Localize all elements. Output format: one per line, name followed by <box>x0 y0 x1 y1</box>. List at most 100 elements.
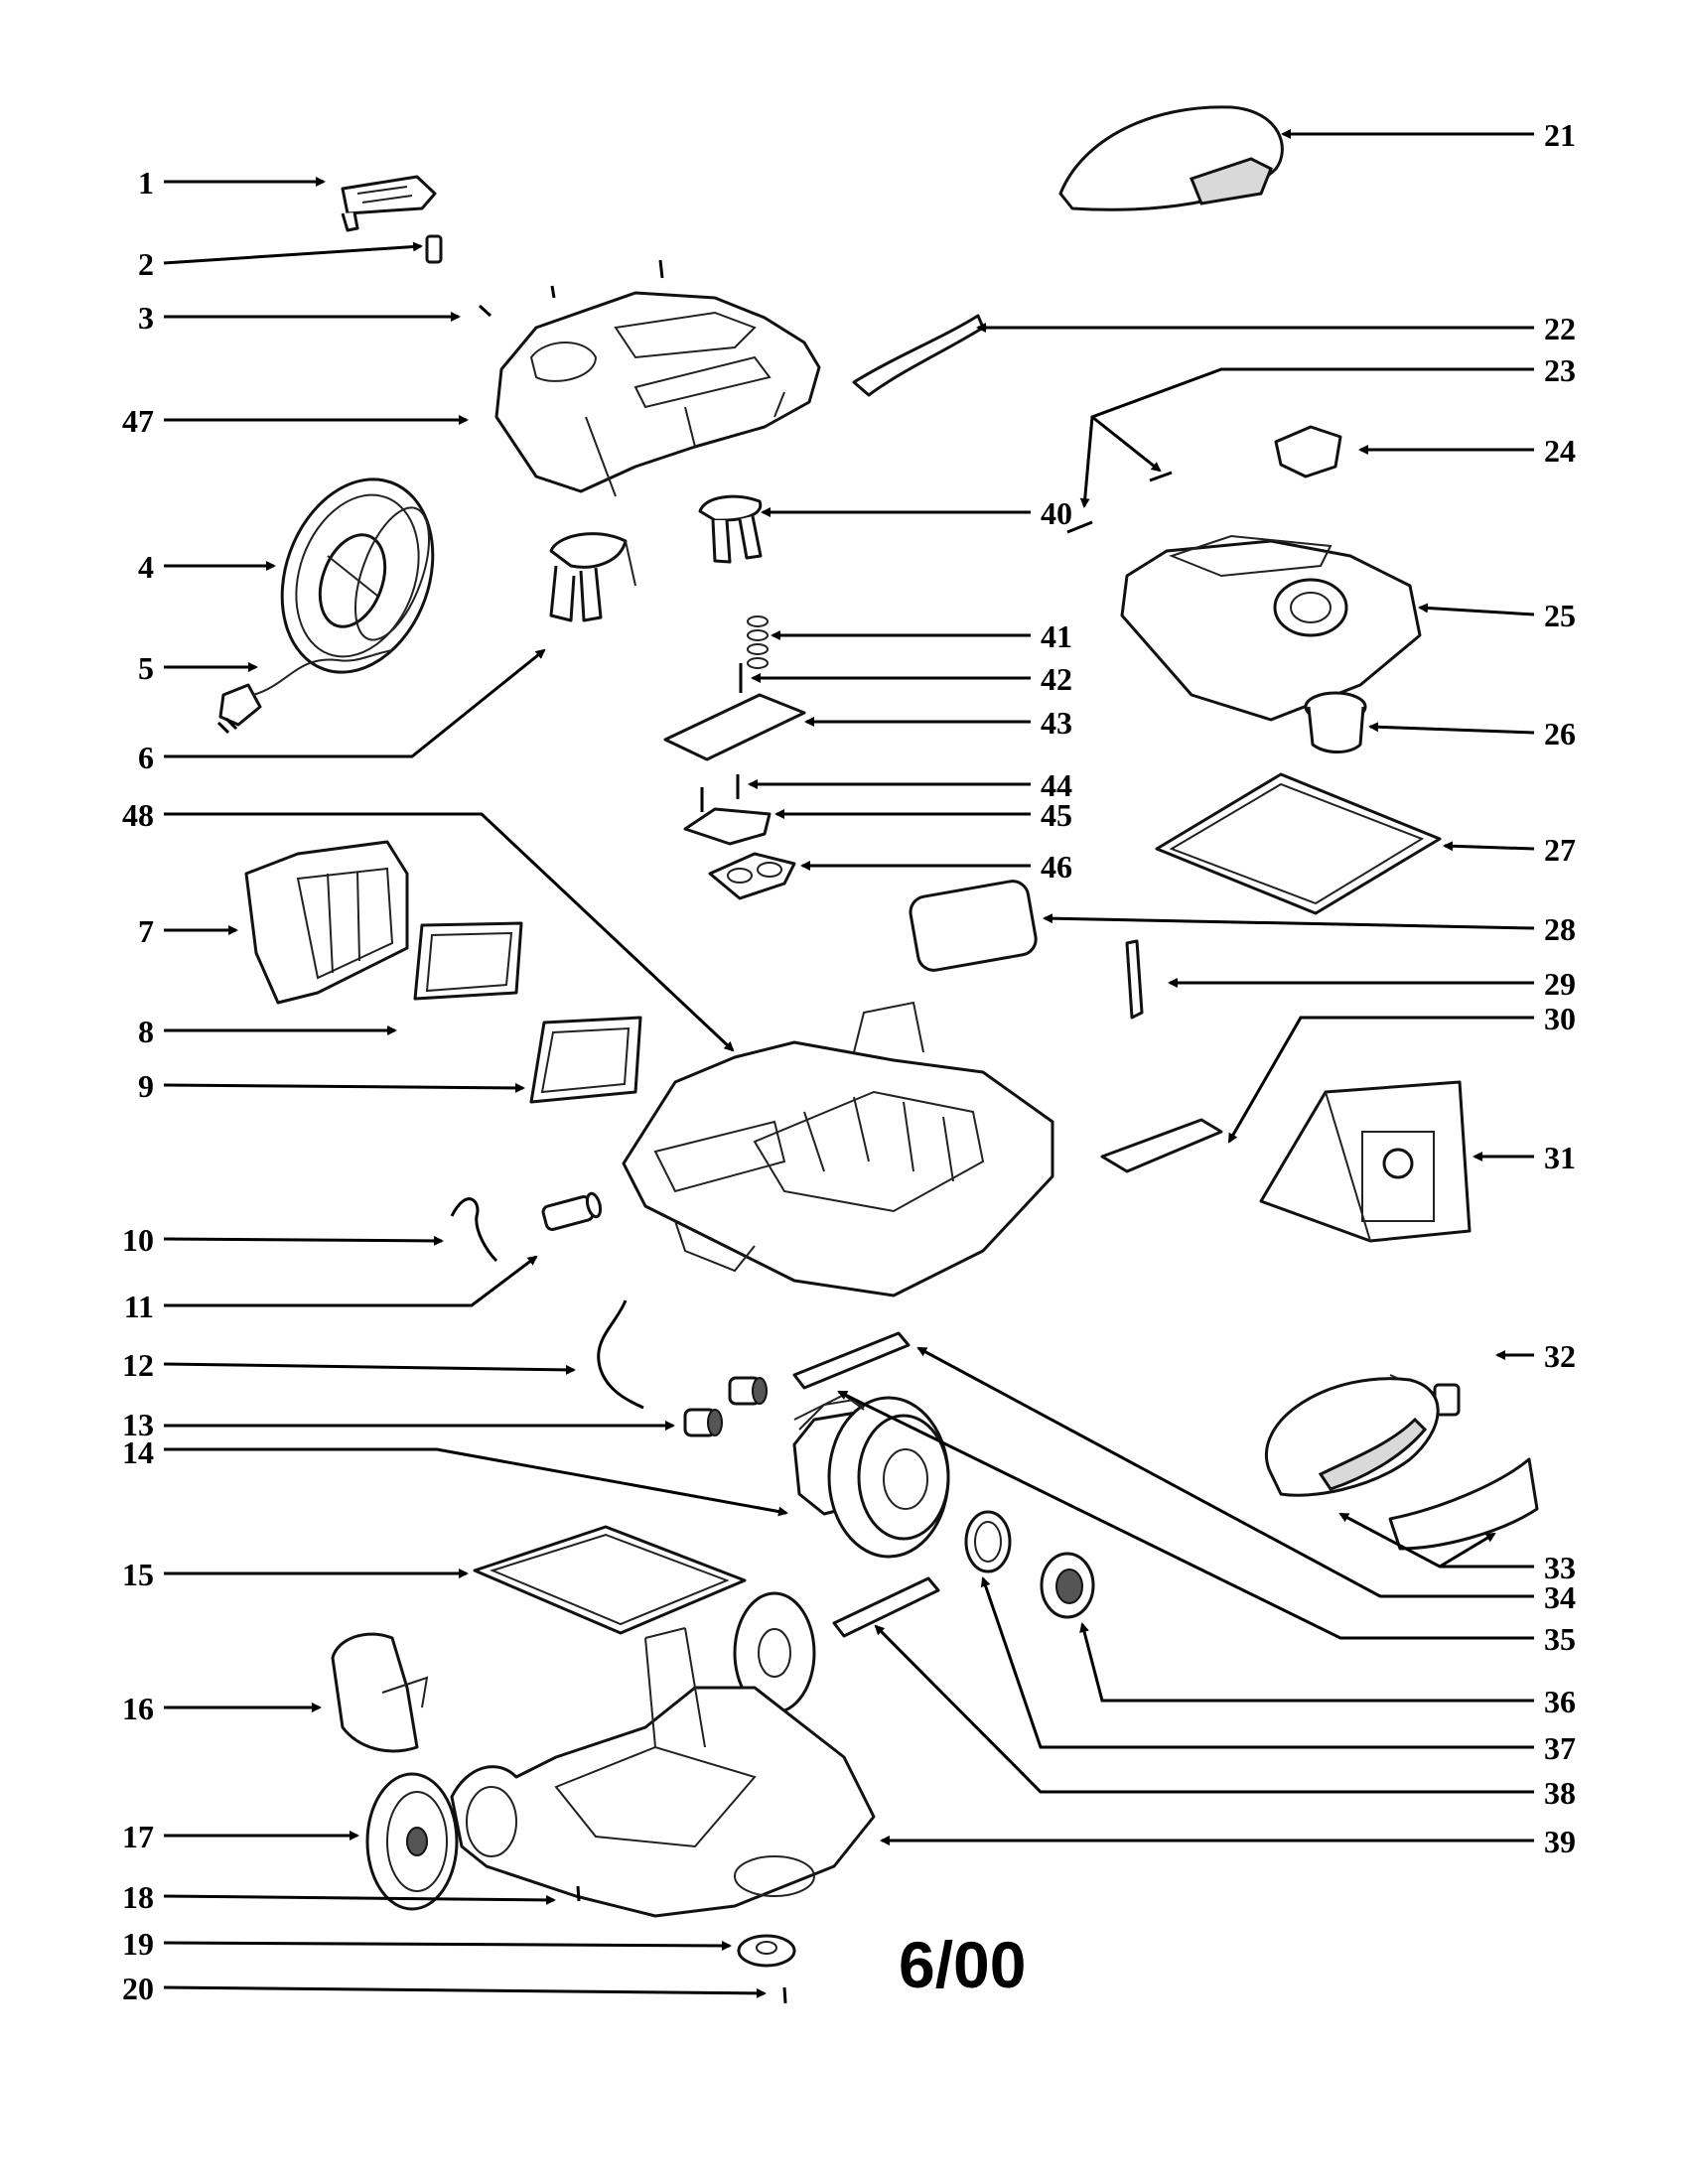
callout-10: 10 <box>122 1222 154 1258</box>
callout-14: 14 <box>122 1434 154 1470</box>
callout-40: 40 <box>1041 495 1072 531</box>
leader-23 <box>1079 367 1534 508</box>
callout-32: 32 <box>1544 1338 1576 1374</box>
callout-labels: 1 2 3 47 4 5 6 48 7 8 9 10 11 12 13 14 1… <box>122 117 1576 2006</box>
part-15-filter-pad <box>473 1525 747 1635</box>
callout-23: 23 <box>1544 352 1576 388</box>
leader-38 <box>874 1624 1534 1794</box>
callout-43: 43 <box>1041 705 1072 741</box>
part-27-filter-frame <box>1155 772 1442 915</box>
callout-16: 16 <box>122 1691 154 1726</box>
callout-22: 22 <box>1544 311 1576 346</box>
date-code: 6/00 <box>899 1928 1026 2001</box>
callout-41: 41 <box>1041 618 1072 654</box>
part-28-pad <box>909 880 1038 972</box>
callout-28: 28 <box>1544 911 1576 947</box>
leader-2 <box>163 241 423 265</box>
callout-39: 39 <box>1544 1824 1576 1859</box>
leader-10 <box>163 1235 444 1246</box>
callout-13: 13 <box>122 1407 154 1442</box>
leader-33b <box>1439 1532 1496 1569</box>
part-31-dust-bag <box>1259 1080 1472 1243</box>
leader-28 <box>1043 913 1535 930</box>
callout-3: 3 <box>138 300 154 336</box>
part-23-pins <box>1066 471 1173 534</box>
callout-15: 15 <box>122 1557 154 1592</box>
callout-46: 46 <box>1041 849 1072 885</box>
callout-35: 35 <box>1544 1621 1576 1657</box>
part-41-spring <box>747 615 769 669</box>
callout-25: 25 <box>1544 598 1576 633</box>
callout-30: 30 <box>1544 1001 1576 1036</box>
part-3-screws <box>478 259 664 318</box>
leader-9 <box>163 1082 525 1093</box>
leader-23b <box>1091 415 1162 473</box>
part-10-tube <box>450 1197 498 1263</box>
part-38-bar <box>832 1576 940 1638</box>
part-30-bag-holder <box>1100 1118 1223 1173</box>
part-43-plate <box>663 693 806 761</box>
leader-48 <box>164 812 735 1052</box>
part-wheel <box>733 1591 816 1714</box>
leader-30 <box>1227 1016 1534 1144</box>
leader-35 <box>837 1390 1534 1640</box>
callout-27: 27 <box>1544 832 1576 868</box>
part-21-lid <box>1058 105 1284 211</box>
leader-36 <box>1079 1622 1534 1703</box>
part-12-tube <box>597 1299 644 1410</box>
leader-6 <box>164 648 546 758</box>
callout-5: 5 <box>138 650 154 686</box>
leader-11 <box>164 1255 538 1307</box>
part-14-motor <box>792 1393 950 1559</box>
part-7-filter-cover <box>244 840 409 1005</box>
callout-34: 34 <box>1544 1579 1576 1615</box>
callout-11: 11 <box>124 1289 154 1324</box>
part-11-connector <box>541 1191 603 1231</box>
part-44-screws <box>700 774 740 812</box>
part-22-handle <box>852 314 985 397</box>
callout-29: 29 <box>1544 966 1576 1002</box>
part-33-hose-holder <box>1265 1377 1539 1551</box>
callout-48: 48 <box>122 797 154 833</box>
part-19-cap <box>737 1934 796 1968</box>
leader-14 <box>164 1447 788 1517</box>
part-2-clip <box>425 234 443 264</box>
callout-20: 20 <box>122 1971 154 2006</box>
callout-47: 47 <box>122 403 154 439</box>
leader-12 <box>163 1362 576 1375</box>
part-5-power-plug <box>216 649 393 735</box>
callout-24: 24 <box>1544 433 1576 469</box>
part-40-latch <box>698 494 763 564</box>
leader-37 <box>980 1576 1534 1749</box>
part-4-cord-reel <box>280 478 435 674</box>
callout-17: 17 <box>122 1819 154 1854</box>
leader-20 <box>163 1985 767 1998</box>
callout-7: 7 <box>138 913 154 949</box>
part-37-ring <box>964 1510 1012 1573</box>
part-9-filter <box>529 1016 642 1104</box>
callout-18: 18 <box>122 1879 154 1915</box>
part-20-screw <box>782 1986 787 2004</box>
callout-36: 36 <box>1544 1684 1576 1719</box>
part-17-wheel <box>365 1772 459 1911</box>
part-36-grommet <box>1040 1552 1095 1619</box>
callout-12: 12 <box>122 1347 154 1383</box>
part-25-upper-housing <box>1120 534 1422 722</box>
part-45-bracket <box>683 807 772 846</box>
callout-4: 4 <box>138 549 154 585</box>
callout-6: 6 <box>138 740 154 775</box>
part-46-gasket <box>708 852 796 900</box>
callout-8: 8 <box>138 1014 154 1049</box>
callout-31: 31 <box>1544 1140 1576 1175</box>
part-8-filter-frame <box>413 921 523 1001</box>
callout-2: 2 <box>138 246 154 282</box>
callout-44: 44 <box>1041 767 1072 803</box>
part-35-wires <box>798 1398 865 1431</box>
part-39-base <box>450 1627 876 1918</box>
part-34-bracket <box>792 1331 911 1390</box>
part-29-lever <box>1125 939 1144 1020</box>
part-13-grommets <box>683 1376 768 1437</box>
callout-38: 38 <box>1544 1775 1576 1811</box>
part-1-switch <box>341 175 437 232</box>
